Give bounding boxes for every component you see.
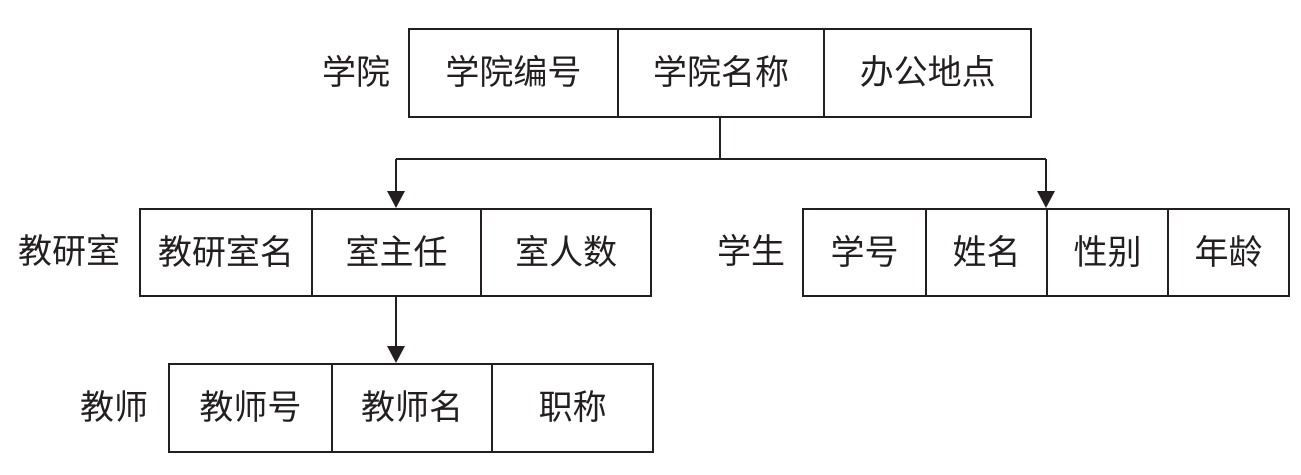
student-field-gender: 性别 <box>1045 210 1167 295</box>
teacher-field-name: 教师名 <box>330 365 492 451</box>
teacher-field-id: 教师号 <box>199 388 302 428</box>
teacher-field-title: 职称 <box>491 365 652 451</box>
college-label: 学院 <box>322 53 390 93</box>
arrowhead-teacher <box>387 346 405 363</box>
college-record: 学院编号 学院名称 办公地点 <box>408 28 1032 118</box>
college-field-id: 学院编号 <box>445 53 582 93</box>
teacher-record: 教师号 教师名 职称 <box>168 363 654 453</box>
teacher-label: 教师 <box>80 388 148 428</box>
student-record: 学号 姓名 性别 年龄 <box>802 208 1290 297</box>
department-label: 教研室 <box>18 232 120 272</box>
student-field-age: 年龄 <box>1166 210 1288 295</box>
department-field-director: 室主任 <box>310 210 481 295</box>
college-field-location: 办公地点 <box>823 30 1030 116</box>
student-field-id: 学号 <box>830 232 899 273</box>
student-label: 学生 <box>717 232 785 272</box>
department-field-size: 室人数 <box>480 210 650 295</box>
department-record: 教研室名 室主任 室人数 <box>139 208 652 297</box>
department-field-name: 教研室名 <box>157 232 294 273</box>
arrowhead-student <box>1037 191 1055 208</box>
college-field-name: 学院名称 <box>616 30 824 116</box>
arrowhead-department <box>387 191 405 208</box>
student-field-name: 姓名 <box>924 210 1046 295</box>
